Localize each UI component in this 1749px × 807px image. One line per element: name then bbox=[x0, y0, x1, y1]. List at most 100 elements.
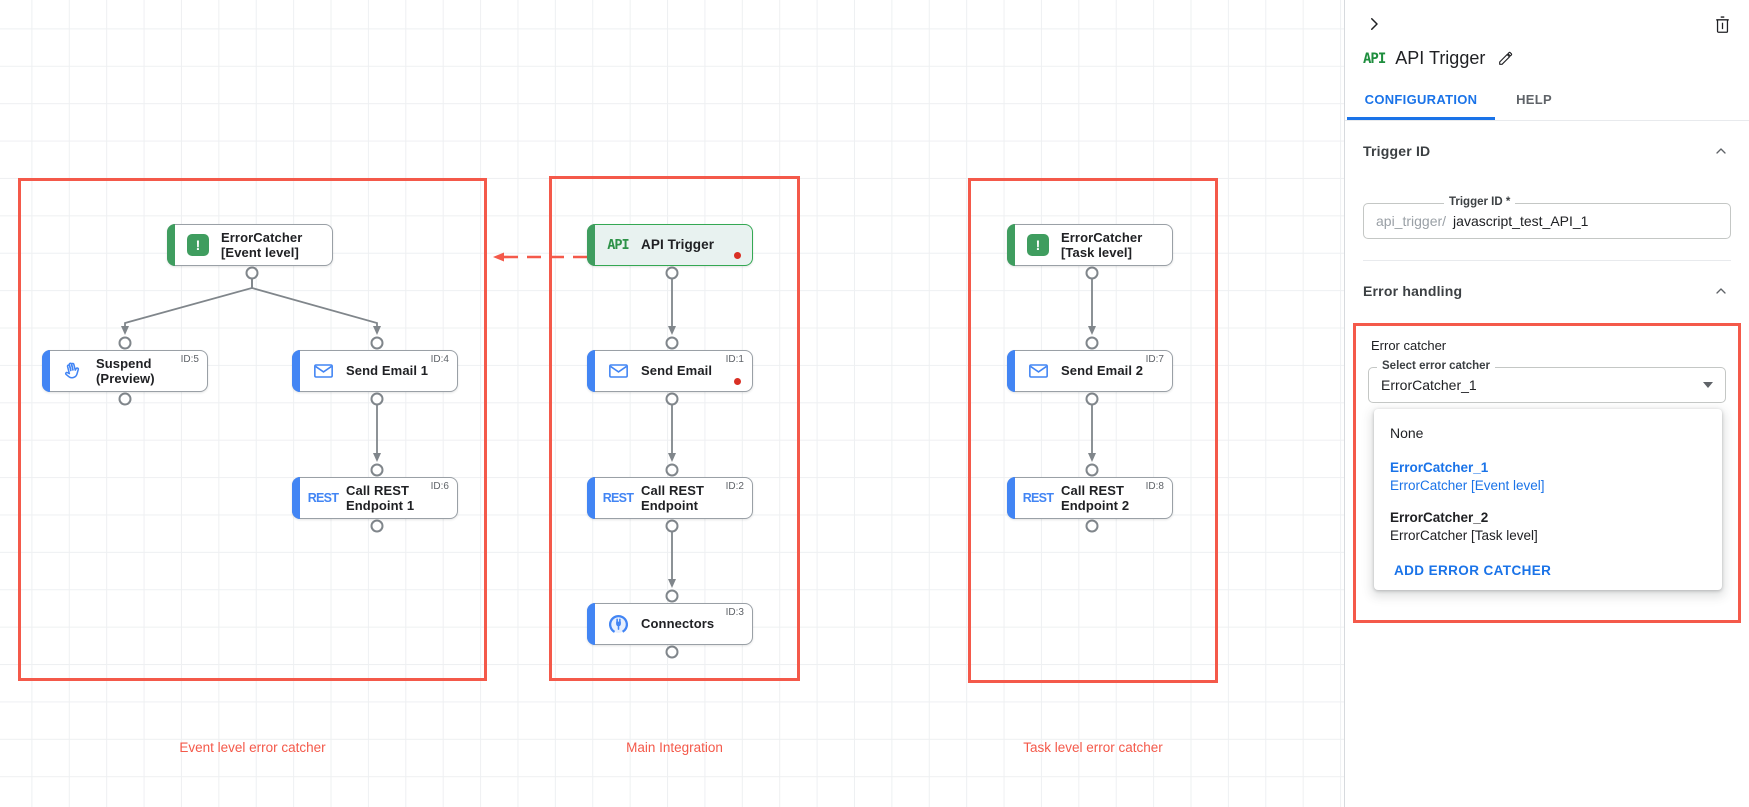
node-label: Send Email 2 bbox=[1061, 363, 1144, 379]
error-indicator-dot bbox=[734, 252, 741, 259]
node-call-rest-endpoint-2[interactable]: REST Call REST Endpoint 2 ID:8 bbox=[1007, 477, 1173, 519]
option-subtitle: ErrorCatcher [Event level] bbox=[1390, 478, 1545, 493]
error-catcher-icon: ! bbox=[1015, 234, 1061, 256]
error-catcher-icon: ! bbox=[175, 234, 221, 256]
api-trigger-logo-icon: API bbox=[1363, 50, 1386, 67]
node-label: ErrorCatcher [Task level] bbox=[1061, 229, 1143, 260]
node-send-email-2[interactable]: Send Email 2 ID:7 bbox=[1007, 350, 1173, 392]
group-box-main-integration bbox=[549, 176, 800, 681]
node-label: Connectors bbox=[641, 616, 715, 632]
connectors-icon bbox=[595, 613, 641, 636]
section-trigger-id: Trigger ID Trigger ID * api_trigger/ jav… bbox=[1345, 121, 1749, 261]
delete-trigger-button[interactable] bbox=[1712, 13, 1733, 36]
chevron-right-icon bbox=[1371, 18, 1378, 30]
node-accent-bar bbox=[587, 477, 595, 519]
node-errorcatcher-task-level[interactable]: ! ErrorCatcher [Task level] bbox=[1007, 224, 1173, 266]
dropdown-option-errorcatcher-2[interactable]: ErrorCatcher_2 ErrorCatcher [Task level] bbox=[1374, 501, 1722, 551]
caption-task-level: Task level error catcher bbox=[1023, 740, 1163, 755]
pencil-icon bbox=[1499, 51, 1513, 65]
panel-tabs: CONFIGURATION HELP bbox=[1345, 81, 1749, 121]
error-catcher-highlight-box: Error catcher Select error catcher Error… bbox=[1353, 323, 1741, 623]
node-accent-bar bbox=[292, 350, 300, 392]
panel-toolbar bbox=[1345, 0, 1749, 36]
node-label: API Trigger bbox=[641, 237, 715, 253]
trigger-id-field-label: Trigger ID * bbox=[1444, 196, 1516, 208]
node-accent-bar bbox=[587, 224, 595, 266]
tab-help[interactable]: HELP bbox=[1495, 81, 1573, 120]
option-subtitle: ErrorCatcher [Task level] bbox=[1390, 528, 1538, 543]
node-id-label: ID:4 bbox=[430, 354, 449, 365]
collapse-section-button[interactable] bbox=[1711, 281, 1731, 301]
node-id-label: ID:1 bbox=[725, 354, 744, 365]
node-call-rest-endpoint-1[interactable]: REST Call REST Endpoint 1 ID:6 bbox=[292, 477, 458, 519]
section-title: Trigger ID bbox=[1363, 143, 1431, 159]
node-id-label: ID:3 bbox=[725, 607, 744, 618]
chevron-up-icon bbox=[1716, 288, 1726, 294]
node-errorcatcher-event-level[interactable]: ! ErrorCatcher [Event level] bbox=[167, 224, 333, 266]
panel-header: API API Trigger bbox=[1345, 36, 1749, 81]
node-label: Call REST Endpoint 2 bbox=[1061, 482, 1130, 513]
node-connectors[interactable]: Connectors ID:3 bbox=[587, 603, 753, 645]
node-label: Send Email bbox=[641, 363, 713, 379]
collapse-panel-button[interactable] bbox=[1363, 13, 1385, 35]
node-id-label: ID:5 bbox=[180, 354, 199, 365]
node-send-email[interactable]: Send Email ID:1 bbox=[587, 350, 753, 392]
section-error-handling: Error handling Error catcher Select erro… bbox=[1345, 261, 1749, 623]
chevron-up-icon bbox=[1716, 148, 1726, 154]
trash-icon bbox=[1716, 15, 1729, 33]
select-label: Select error catcher bbox=[1377, 360, 1496, 372]
group-box-task-level bbox=[968, 178, 1218, 683]
caption-main-integration: Main Integration bbox=[626, 740, 723, 755]
node-call-rest-endpoint[interactable]: REST Call REST Endpoint ID:2 bbox=[587, 477, 753, 519]
node-id-label: ID:6 bbox=[430, 481, 449, 492]
email-icon bbox=[300, 364, 346, 378]
node-id-label: ID:7 bbox=[1145, 354, 1164, 365]
node-accent-bar bbox=[1007, 350, 1015, 392]
dropdown-option-none[interactable]: None bbox=[1390, 425, 1424, 441]
node-accent-bar bbox=[292, 477, 300, 519]
node-label: ErrorCatcher [Event level] bbox=[221, 229, 303, 260]
workflow-canvas[interactable]: ! ErrorCatcher [Event level] Suspend (Pr… bbox=[0, 0, 1345, 807]
option-title: ErrorCatcher_2 bbox=[1390, 510, 1489, 525]
option-title: ErrorCatcher_1 bbox=[1390, 460, 1489, 475]
collapse-section-button[interactable] bbox=[1711, 141, 1731, 161]
tab-configuration[interactable]: CONFIGURATION bbox=[1347, 81, 1495, 120]
error-catcher-label: Error catcher bbox=[1371, 338, 1447, 353]
node-label: Call REST Endpoint bbox=[641, 482, 705, 513]
email-icon bbox=[1015, 364, 1061, 378]
error-indicator-dot bbox=[734, 378, 741, 385]
node-label: Suspend (Preview) bbox=[96, 355, 155, 386]
node-send-email-1[interactable]: Send Email 1 ID:4 bbox=[292, 350, 458, 392]
node-accent-bar bbox=[1007, 477, 1015, 519]
rest-icon: REST bbox=[602, 491, 634, 505]
node-api-trigger[interactable]: API API Trigger bbox=[587, 224, 753, 266]
section-divider bbox=[1363, 260, 1731, 261]
add-error-catcher-button[interactable]: ADD ERROR CATCHER bbox=[1374, 551, 1567, 582]
config-panel: API API Trigger CONFIGURATION HELP Trigg… bbox=[1345, 0, 1749, 807]
node-accent-bar bbox=[167, 224, 175, 266]
api-trigger-icon: API bbox=[607, 237, 629, 253]
error-catcher-dropdown: None ErrorCatcher_1 ErrorCatcher [Event … bbox=[1374, 409, 1722, 590]
page-title: API Trigger bbox=[1395, 48, 1486, 68]
dropdown-caret-icon bbox=[1703, 382, 1713, 388]
rest-icon: REST bbox=[307, 491, 339, 505]
trigger-id-prefix: api_trigger/ bbox=[1376, 213, 1447, 229]
trigger-id-field[interactable]: Trigger ID * api_trigger/ javascript_tes… bbox=[1363, 196, 1731, 239]
trigger-id-value: javascript_test_API_1 bbox=[1453, 213, 1589, 229]
select-value: ErrorCatcher_1 bbox=[1381, 377, 1477, 393]
node-suspend[interactable]: Suspend (Preview) ID:5 bbox=[42, 350, 208, 392]
node-id-label: ID:2 bbox=[725, 481, 744, 492]
node-accent-bar bbox=[1007, 224, 1015, 266]
caption-event-level: Event level error catcher bbox=[179, 740, 326, 755]
error-catcher-select[interactable]: Select error catcher ErrorCatcher_1 bbox=[1368, 360, 1726, 403]
group-box-event-level bbox=[18, 178, 487, 681]
edit-title-button[interactable] bbox=[1495, 48, 1516, 69]
node-accent-bar bbox=[587, 603, 595, 645]
node-accent-bar bbox=[587, 350, 595, 392]
dropdown-option-errorcatcher-1[interactable]: ErrorCatcher_1 ErrorCatcher [Event level… bbox=[1374, 451, 1722, 501]
node-id-label: ID:8 bbox=[1145, 481, 1164, 492]
suspend-hand-icon bbox=[50, 360, 96, 382]
node-accent-bar bbox=[42, 350, 50, 392]
section-title: Error handling bbox=[1363, 283, 1463, 299]
